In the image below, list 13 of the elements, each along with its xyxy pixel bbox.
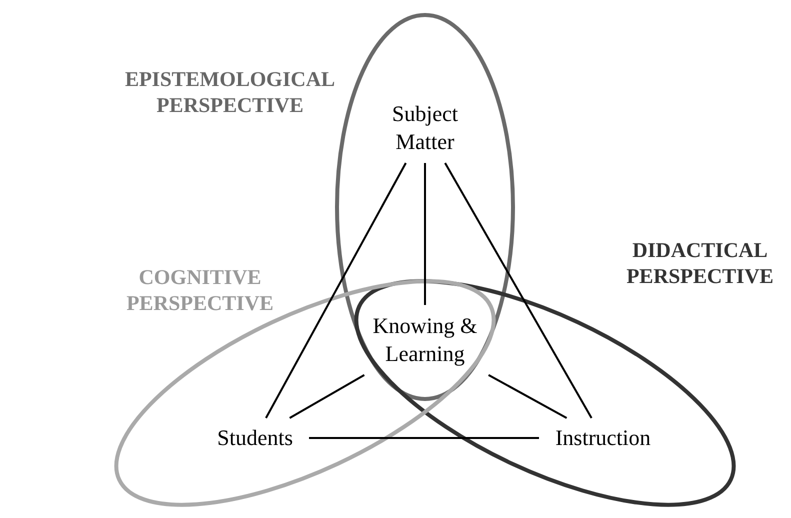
perspective-heading: DIDACTICAL PERSPECTIVE — [625, 237, 775, 289]
connector-line — [265, 162, 407, 418]
connector-line — [424, 163, 426, 305]
connector-line — [309, 437, 539, 439]
concept-label: Instruction — [543, 422, 663, 454]
concept-label: Subject Matter — [375, 97, 475, 159]
connector-line — [289, 374, 365, 419]
perspective-heading: EPISTEMOLOGICAL PERSPECTIVE — [124, 66, 336, 118]
concept-label: Students — [205, 422, 305, 454]
connector-line — [488, 374, 568, 419]
perspective-heading: COGNITIVE PERSPECTIVE — [125, 264, 275, 316]
concept-label: Knowing & Learning — [360, 309, 490, 371]
connector-line — [444, 162, 592, 418]
